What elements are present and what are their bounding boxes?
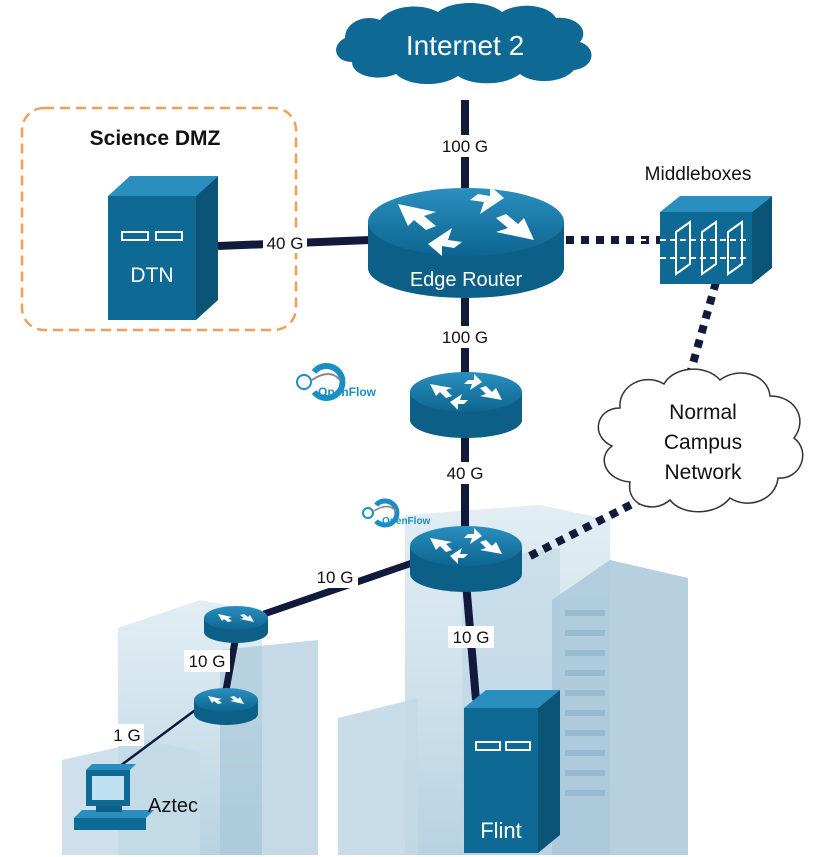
router-arrows-icon (430, 374, 502, 410)
router-arrows-icon (208, 696, 244, 704)
building-right-windows (565, 610, 605, 796)
link-labels: 100 G 40 G 100 G 40 G 10 G 10 G 1 G 10 G (110, 135, 494, 746)
label-of1-of2: 40 G (447, 464, 484, 483)
dtn-server: DTN (108, 176, 218, 320)
building-left-side (220, 640, 318, 855)
edge-router-label: Edge Router (410, 269, 523, 291)
aztec-label: Aztec (148, 795, 198, 817)
openflow-badge-1-text: OpenFlow (318, 385, 377, 399)
computer-icon (74, 764, 154, 830)
campus-label-line1: Normal (669, 401, 737, 424)
link-r4-aztec (111, 706, 199, 774)
edge-router: Edge Router (368, 186, 564, 298)
link-r3-r4 (222, 635, 240, 691)
label-dtn-edge: 40 G (267, 234, 304, 253)
label-r4-aztec: 1 G (113, 726, 140, 745)
science-dmz-box (20, 106, 298, 332)
openflow-badge-1: OpenFlow (296, 363, 377, 401)
router-arrows-icon (218, 614, 254, 622)
openflow-router-2 (410, 526, 522, 592)
openflow-badge-2-text: OpenFlow (382, 516, 431, 527)
router-arrows-icon (398, 186, 534, 256)
flint-label: Flint (480, 818, 522, 843)
openflow-badge-2: OpenFlow (362, 498, 431, 528)
building-bottom-center (338, 698, 418, 855)
label-internet-edge: 100 G (442, 137, 488, 156)
label-of2-r3: 10 G (317, 568, 354, 587)
campus-network-cloud: Normal Campus Network (597, 368, 804, 513)
label-edge-of1: 100 G (442, 328, 488, 347)
internet2-label: Internet 2 (406, 30, 524, 61)
openflow-router-1 (410, 372, 522, 438)
label-of2-flint: 10 G (453, 628, 490, 647)
science-dmz-title: Science DMZ (90, 127, 221, 150)
small-router-3 (204, 606, 268, 643)
small-router-4 (194, 688, 258, 725)
campus-label-line3: Network (664, 461, 742, 484)
middleboxes-device (640, 196, 772, 284)
router-arrows-icon (430, 528, 502, 564)
building-right (552, 560, 688, 855)
internet2-cloud: Internet 2 (336, 3, 592, 85)
middleboxes-label: Middleboxes (645, 164, 752, 185)
flint-server: Flint (464, 690, 560, 853)
campus-label-line2: Campus (664, 431, 742, 454)
aztec-workstation: Aztec (74, 764, 198, 830)
label-r3-r4: 10 G (189, 652, 226, 671)
dtn-label: DTN (130, 264, 173, 287)
firewall-planes-icon (640, 220, 750, 276)
